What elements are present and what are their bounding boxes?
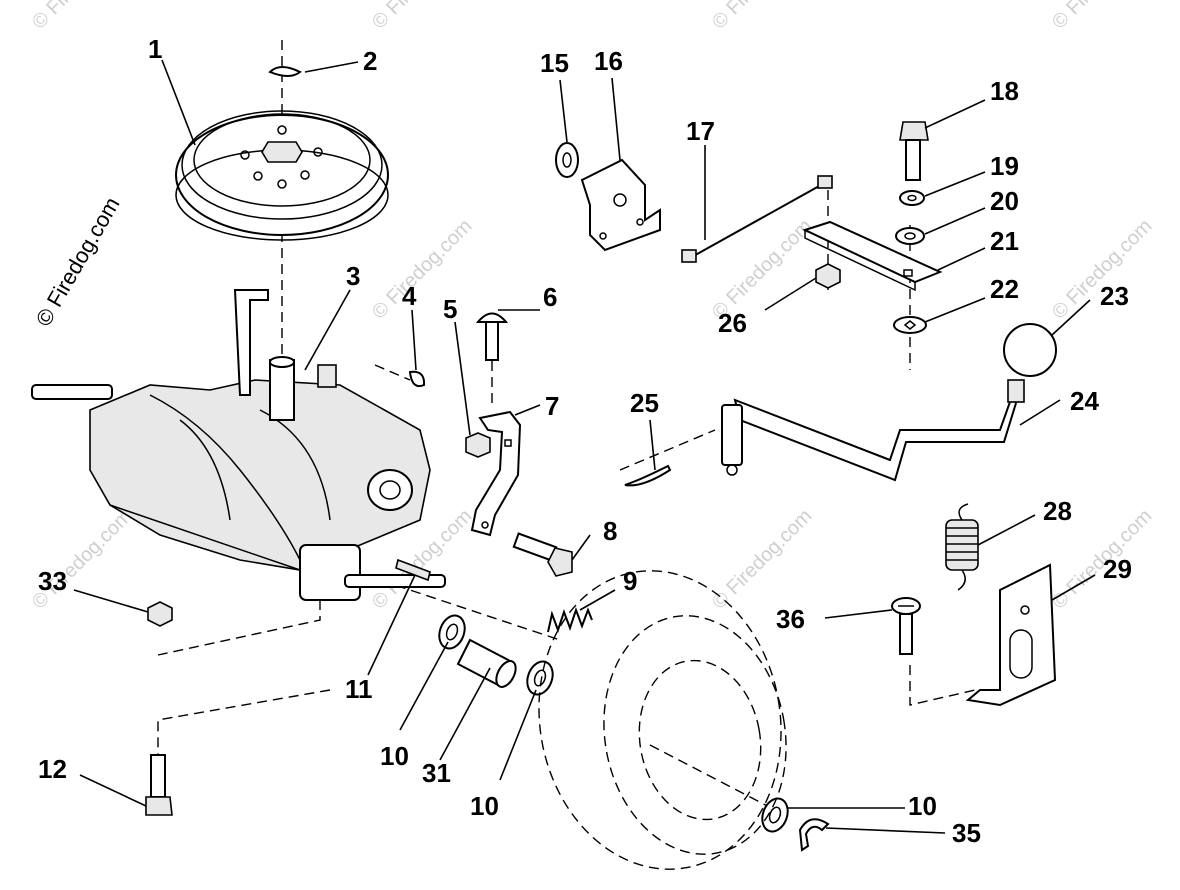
callout-10-a: 10: [380, 741, 409, 771]
callout-36: 36: [776, 604, 805, 634]
flat-washer: [895, 227, 925, 245]
callout-18: 18: [990, 76, 1019, 106]
square-washer: [893, 316, 927, 334]
callout-4: 4: [402, 281, 417, 311]
watermark-main: © Firedog.com: [31, 193, 125, 331]
callout-24: 24: [1070, 386, 1099, 416]
e-clip: [798, 818, 830, 852]
lock-washer: [899, 190, 925, 206]
callout-16: 16: [594, 46, 623, 76]
spacer-tube: [456, 638, 517, 688]
callout-35: 35: [952, 818, 981, 848]
cotter-pin: [624, 464, 672, 487]
woodruff-key: [408, 370, 426, 388]
callout-21: 21: [990, 226, 1019, 256]
watermark: © Firedog.com: [708, 0, 817, 34]
wheel-outline: [538, 570, 787, 870]
callout-33: 33: [38, 566, 67, 596]
pulley-clip: [268, 66, 302, 77]
spring-small: [547, 607, 593, 633]
transaxle: [31, 289, 446, 601]
watermark: © Firedog.com: [28, 505, 137, 614]
washer: [526, 660, 554, 696]
pulley: [175, 110, 389, 241]
callout-2: 2: [363, 46, 377, 76]
washer-small: [555, 142, 579, 178]
callout-7: 7: [545, 391, 559, 421]
callout-26: 26: [718, 308, 747, 338]
callout-25: 25: [630, 388, 659, 418]
callout-28: 28: [1043, 496, 1072, 526]
screw: [891, 597, 921, 655]
callout-11: 11: [345, 674, 373, 704]
callout-17: 17: [686, 116, 715, 146]
bolt: [899, 121, 929, 181]
callouts: 1 2 3 4 5 6 7 8 9 10 10 10 11 12 15 16 1…: [38, 34, 1132, 848]
washer: [438, 614, 466, 650]
leader-lines: [73, 59, 1096, 834]
callout-10-b: 10: [470, 791, 499, 821]
control-rod: [681, 175, 833, 263]
knob: [1003, 323, 1057, 377]
key: [395, 558, 431, 582]
washer: [761, 797, 789, 833]
shift-lever: [721, 379, 1025, 482]
callout-23: 23: [1100, 281, 1129, 311]
callout-10-c: 10: [908, 791, 937, 821]
watermark: © Firedog.com: [708, 505, 817, 614]
mount-bracket: [580, 158, 661, 252]
watermark: © Firedog.com: [1048, 0, 1157, 34]
watermark: © Firedog.com: [368, 0, 477, 34]
watermark: © Firedog.com: [368, 215, 477, 324]
callout-6: 6: [543, 282, 557, 312]
callout-3: 3: [346, 261, 360, 291]
hex-bolt: [145, 754, 173, 816]
callout-9: 9: [623, 566, 637, 596]
link-plate: [802, 220, 943, 292]
callout-5: 5: [443, 294, 457, 324]
callout-8: 8: [603, 516, 617, 546]
callout-20: 20: [990, 186, 1019, 216]
callout-31: 31: [422, 758, 451, 788]
callout-29: 29: [1103, 554, 1132, 584]
plate-bracket: [965, 563, 1057, 707]
callout-12: 12: [38, 754, 67, 784]
callout-19: 19: [990, 151, 1019, 181]
lock-nut: [147, 601, 173, 627]
shoulder-bolt: [512, 532, 573, 577]
callout-1: 1: [148, 34, 162, 64]
hex-nut: [815, 263, 841, 289]
nut: [465, 432, 491, 458]
bracket: [470, 410, 522, 537]
extension-spring: [945, 503, 979, 591]
carriage-bolt: [475, 312, 509, 361]
callout-22: 22: [990, 274, 1019, 304]
callout-15: 15: [540, 48, 569, 78]
watermark: © Firedog.com: [28, 0, 137, 34]
